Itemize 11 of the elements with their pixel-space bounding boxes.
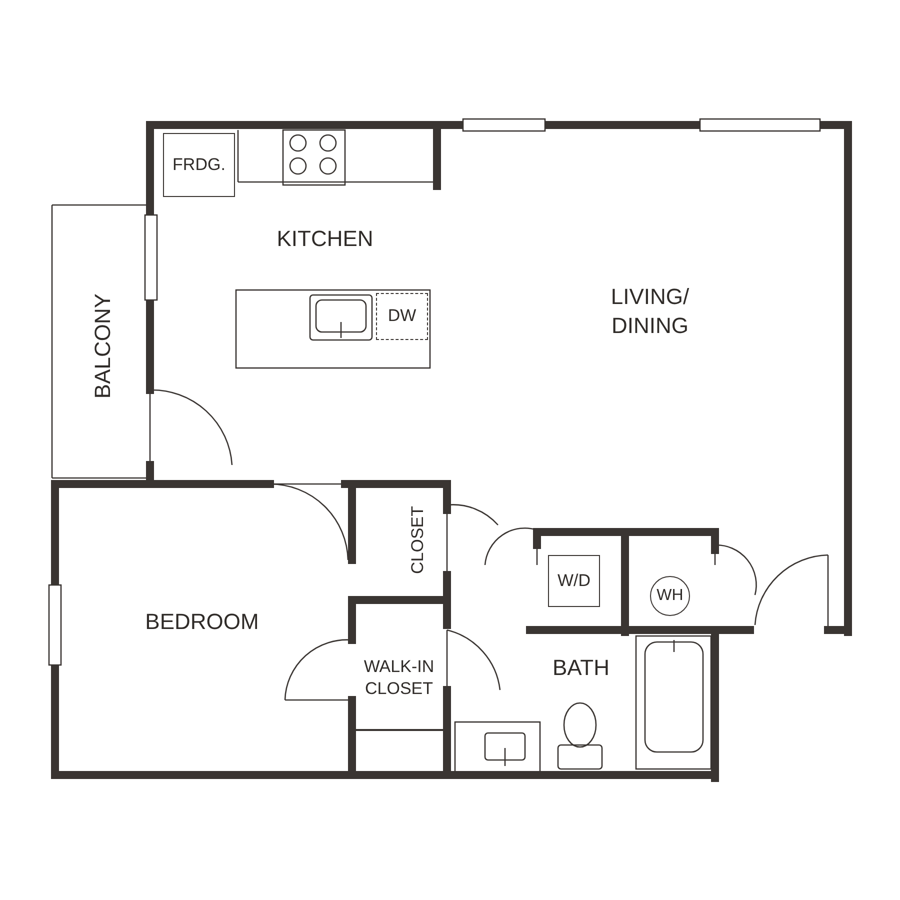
room-label: CLOSET (405, 492, 431, 588)
room-label: KITCHEN (265, 225, 385, 253)
water-heater: WH (650, 576, 690, 616)
room-label: BEDROOM (137, 608, 267, 636)
room-label: BATH (545, 654, 617, 682)
room-label: LIVING/ DINING (585, 280, 715, 344)
room-label: BALCONY (90, 291, 116, 401)
refrigerator: FRDG. (163, 133, 235, 197)
dishwasher: DW (376, 293, 428, 340)
washer-dryer: W/D (548, 555, 600, 607)
room-label: WALK-IN CLOSET (356, 652, 442, 704)
